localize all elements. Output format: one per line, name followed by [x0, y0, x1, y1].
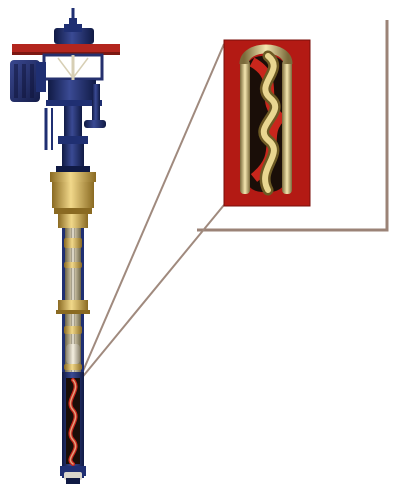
leader-lines	[80, 44, 224, 380]
callout-detail	[224, 40, 310, 206]
drive-head	[10, 8, 120, 172]
stator-section	[60, 372, 86, 484]
wellhead	[50, 172, 96, 228]
